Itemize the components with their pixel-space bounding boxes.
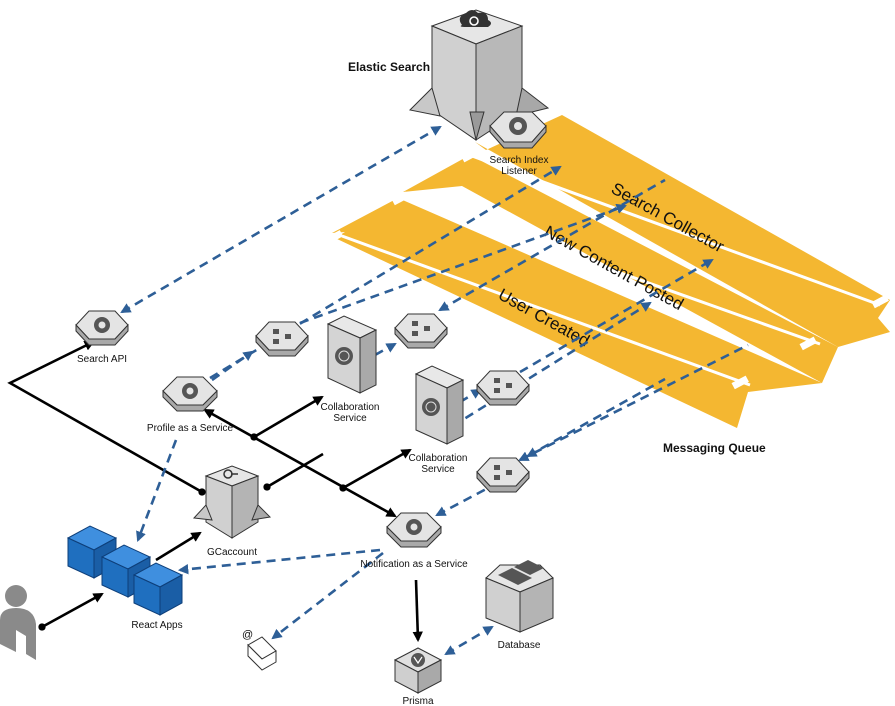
search-api-gear-icon[interactable] (75, 310, 129, 346)
search-api-label: Search API (77, 354, 127, 365)
line-collab1 (250, 395, 324, 441)
react-apps-label: React Apps (131, 620, 182, 631)
svg-text:@: @ (242, 629, 253, 641)
elastic-search-server-icon[interactable] (408, 9, 550, 141)
database-label: Database (498, 640, 541, 651)
profile-service-label: Profile as a Service (147, 423, 234, 434)
collaboration-server-icon-2[interactable] (414, 365, 465, 445)
line-apps-to-gcaccount (155, 531, 202, 562)
line-user-to-apps (38, 592, 104, 631)
collaboration-server-icon-1[interactable] (326, 315, 378, 394)
dash-notification-apps (177, 548, 381, 575)
line-gcaccount-to-searchapi (7, 340, 206, 496)
prisma-icon[interactable] (393, 647, 443, 694)
dash-newcontent-flow (526, 377, 666, 458)
notification-service-label: Notification as a Service (360, 559, 468, 570)
dash-collab1-flow (374, 342, 397, 357)
gcaccount-label: GCaccount (207, 547, 257, 558)
app-cube-3 (132, 562, 184, 616)
dash-searchcollector-flow (519, 258, 714, 374)
queue-band-search-collector (475, 115, 890, 347)
dash-prisma-database (444, 625, 494, 656)
dash-collab2-newcontent (439, 301, 652, 436)
react-apps-cube-icons[interactable] (66, 525, 184, 616)
dash-usercreated-flow (518, 343, 749, 462)
line-profile-to-notification (203, 408, 397, 518)
dash-flow-searchcollector (299, 203, 627, 325)
profile-service-gear-icon[interactable] (162, 376, 218, 412)
user-icon (0, 585, 36, 660)
flow-icon-2[interactable] (394, 313, 448, 349)
solid-connections (7, 340, 423, 643)
database-icon[interactable] (485, 560, 554, 633)
app-cube-2 (100, 544, 152, 598)
dash-profile-apps (136, 439, 178, 542)
messaging-queue-label: Messaging Queue (663, 441, 766, 455)
email-icon[interactable]: @ (242, 629, 277, 671)
search-index-listener-icon[interactable] (489, 111, 547, 149)
queue-band-new-content-posted (403, 155, 838, 383)
dash-searchapi-elastic (120, 125, 442, 314)
prisma-label: Prisma (402, 696, 434, 706)
flow-icon-3[interactable] (476, 370, 530, 406)
dash-listener-flow (438, 178, 666, 312)
dash-notification-mail (271, 551, 384, 640)
dash-flow-notification (435, 485, 491, 517)
line-to-collab2 (339, 448, 412, 492)
elastic-search-label: Elastic Search (348, 60, 430, 74)
dash-flow-queue-1 (211, 350, 254, 382)
messaging-queue: Search Collector New Content Posted User… (327, 115, 890, 428)
notification-service-gear-icon[interactable] (386, 512, 442, 548)
line-notification-to-prisma (412, 579, 423, 643)
flow-icon-4[interactable] (476, 457, 530, 493)
gcaccount-key-server-icon[interactable] (192, 465, 272, 539)
flow-icon-1[interactable] (255, 321, 309, 357)
